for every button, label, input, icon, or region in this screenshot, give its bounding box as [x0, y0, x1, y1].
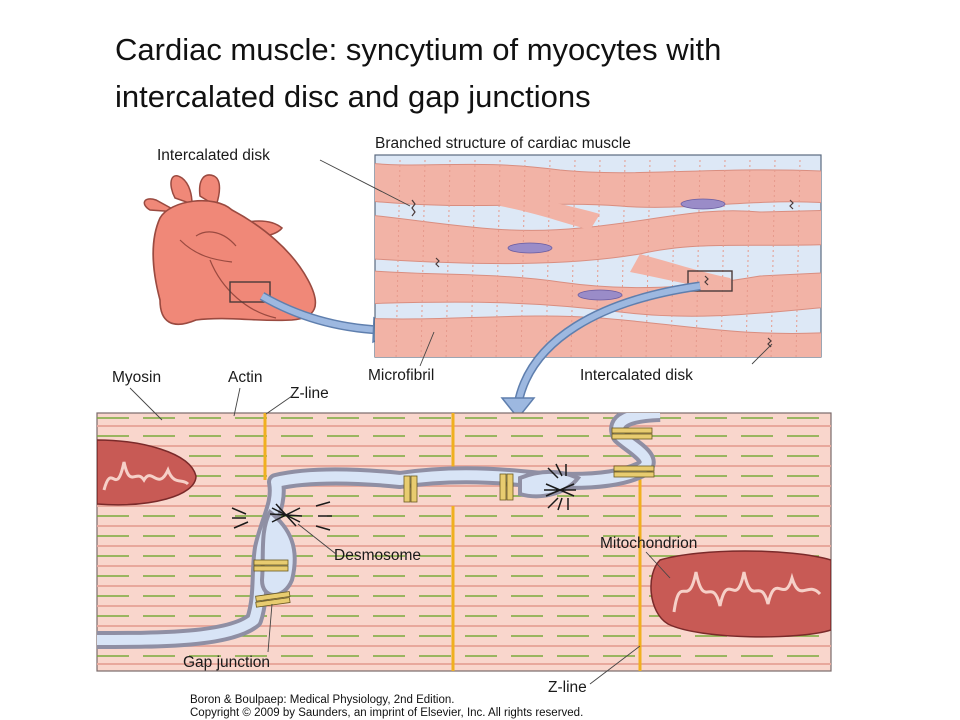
label-z-line-bottom: Z-line: [548, 679, 587, 696]
label-myosin: Myosin: [112, 369, 161, 386]
heart-illustration: [143, 174, 317, 325]
label-intercalated-disk-bottom: Intercalated disk: [580, 367, 693, 384]
gap-junction-2: [499, 473, 514, 501]
credit-line-2: Copyright © 2009 by Saunders, an imprint…: [190, 707, 584, 719]
label-z-line-top: Z-line: [290, 385, 329, 402]
gap-junction-3: [611, 427, 653, 440]
desmosome-right: [544, 463, 576, 511]
label-microfibril: Microfibril: [368, 367, 434, 384]
intercalated-disc-detail-panel: [96, 412, 832, 672]
heart-to-panel-arrow: [260, 293, 381, 333]
branched-structure-panel: [374, 154, 822, 358]
credit-line-1: Boron & Boulpaep: Medical Physiology, 2n…: [190, 694, 455, 706]
label-branched-structure: Branched structure of cardiac muscle: [375, 135, 631, 152]
gap-junction-5: [253, 559, 289, 572]
intercalated-disc-membrane: [97, 413, 661, 645]
slide-title: Cardiac muscle: syncytium of myocytes wi…: [115, 26, 895, 120]
mitochondrion-left: [97, 439, 197, 506]
label-actin: Actin: [228, 369, 262, 386]
slide-title-line-1: Cardiac muscle: syncytium of myocytes wi…: [115, 32, 722, 67]
label-gap-junction: Gap junction: [183, 654, 270, 671]
gap-junction-1: [403, 475, 418, 503]
slide-title-line-2: intercalated disc and gap junctions: [115, 79, 591, 114]
label-intercalated-disk-top: Intercalated disk: [157, 147, 270, 164]
label-desmosome: Desmosome: [334, 547, 421, 564]
zoom-arrow: [515, 283, 701, 405]
gap-junction-6: [255, 591, 291, 608]
desmosome-left: [231, 501, 332, 531]
gap-junction-4: [613, 465, 655, 478]
heart-magnify-box: [229, 281, 271, 303]
label-mitochondrion: Mitochondrion: [600, 535, 697, 552]
